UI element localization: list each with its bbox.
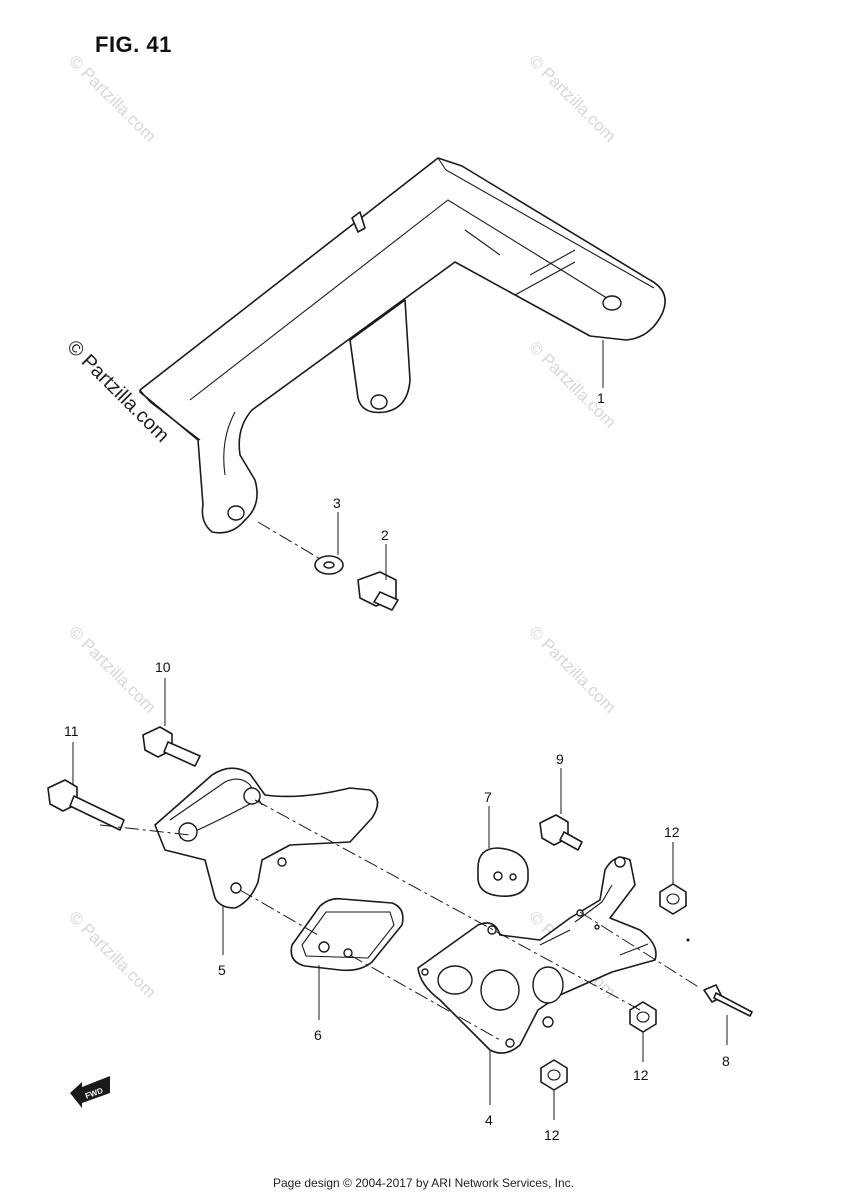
watermark: © Partzilla.com [525,51,619,145]
part-4-stay [417,856,657,1054]
fwd-arrow-icon: FWD [70,1076,110,1108]
assembly-lines [99,521,701,1041]
callout-10: 10 [155,659,171,675]
callout-1: 1 [597,390,605,406]
part-2-bolt [357,571,399,611]
part-8-clip [703,984,753,1017]
callout-7: 7 [484,789,492,805]
watermark: © Partzilla.com [525,337,619,431]
leader-lines [72,340,728,1120]
callout-8: 8 [722,1053,730,1069]
part-5-bracket [154,767,379,909]
callout-12: 12 [664,824,680,840]
part-12-nut [540,1059,568,1091]
part-10-bolt [142,726,201,767]
watermarks: © Partzilla.com © Partzilla.com © Partzi… [62,51,619,1001]
callout-5: 5 [218,962,226,978]
part-12-nut [659,883,687,915]
part-11-bolt [47,779,125,831]
callout-6: 6 [314,1027,322,1043]
callouts: 1 2 3 10 11 9 7 12 5 6 8 12 4 12 [64,390,730,1143]
footer-copyright: Page design © 2004-2017 by ARI Network S… [272,1176,574,1190]
part-12-nut [629,1001,657,1033]
part-7-spacer [477,847,529,897]
callout-4: 4 [485,1112,493,1128]
callout-12: 12 [633,1067,649,1083]
figure-title: FIG. 41 [95,32,172,57]
watermark: © Partzilla.com [65,907,159,1001]
callout-3: 3 [333,495,341,511]
callout-2: 2 [381,527,389,543]
watermark: © Partzilla.com [65,51,159,145]
callout-12: 12 [544,1127,560,1143]
callout-9: 9 [556,751,564,767]
part-3-washer [314,555,344,575]
part-6-cushion [290,897,404,972]
part-9-bolt [539,814,583,851]
watermark: © Partzilla.com [525,622,619,716]
callout-11: 11 [64,723,79,739]
part-1-chain-guard [139,157,666,534]
watermark: © Partzilla.com [65,622,159,716]
